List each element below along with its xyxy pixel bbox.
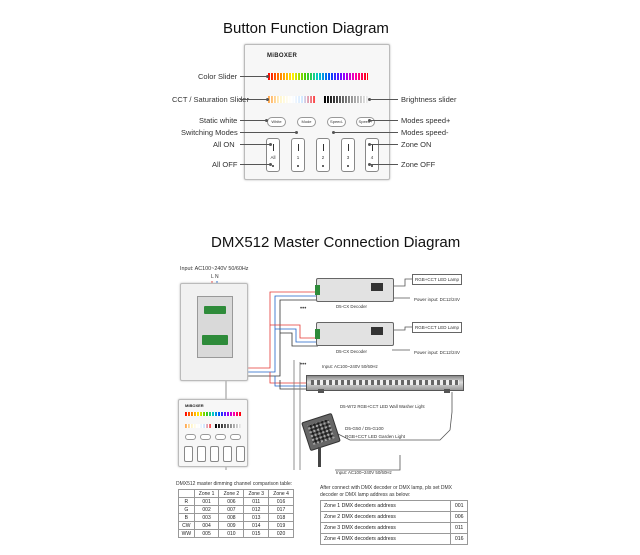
garden-led-grid [307,419,335,445]
channel-table-caption: DMX512 master dimming channel comparison… [176,481,293,487]
panel-back-module [180,283,248,381]
label-color-slider: Color Slider [198,72,238,81]
small-btn-2 [210,446,219,462]
module-body [197,296,233,358]
power-terminal-block [202,335,228,345]
small-panel-brand: MiBOXER [185,403,204,408]
label-all-off: All OFF [212,160,238,169]
decoder1-terminal [315,285,320,295]
dmx-diagram-title: DMX512 Master Connection Diagram [211,234,461,251]
led-lamp-2: RGB+CCT LED Lamp [412,322,462,333]
garden-power [335,455,401,471]
small-btn-4 [236,446,245,462]
small-btn-3 [223,446,232,462]
garden-stake [318,447,321,467]
label-zone-on: Zone ON [401,140,432,149]
washer-label: D5-W72 RGB+CCT LED Wall Washer Light [340,404,425,409]
decoder1-label: D5-CX Decoder [336,304,367,309]
button-diagram-title: Button Function Diagram [223,20,389,37]
garden-label-1: D5-G50 / D5-G100 [345,426,384,431]
decoder2-output [392,326,412,331]
decoder2-label: D5-CX Decoder [336,349,367,354]
mode-button[interactable]: Mode [297,117,316,127]
washer-bracket-left [318,389,324,393]
label-all-on: All ON [213,140,235,149]
label-modes-speed-minus: Modes speed- [401,128,449,137]
small-pill-mode [200,434,211,440]
small-color-slider [185,412,241,416]
label-zone-off: Zone OFF [401,160,436,169]
decoder1-display [371,283,383,291]
small-cct-slider [185,424,211,428]
garden-label-2: RGB+CCT LED Garden Light [345,434,406,439]
dots-2: ••• [300,362,306,368]
led-lamp-1: RGB+CCT LED Lamp [412,274,462,285]
ln-label: L N [211,274,219,280]
power-input-label-1: Power input: DC12/24V [414,297,460,302]
mains-input-label: Input: AC100~240V 50/60Hz [180,266,249,272]
white-button[interactable]: White [267,117,286,127]
label-switching-modes: Switching Modes [181,128,238,137]
address-table-caption: After connect with DMX decoder or DMX la… [320,485,452,498]
label-brightness-slider: Brightness slider [401,95,457,104]
small-pill-speed-minus [215,434,226,440]
dmx-branch-black [280,332,318,347]
label-modes-speed-plus: Modes speed+ [401,116,451,125]
dmx-washer-red [269,372,310,384]
dmx-washer-blue [274,376,310,387]
zone-3-button[interactable]: 3 [341,138,355,172]
small-pill-white [185,434,196,440]
wall-panel-front: MiBOXER White Mode Speed- Speed+ All 1 2… [244,44,390,180]
color-slider-bar[interactable] [268,73,368,80]
wall-panel-front-small: MiBOXER [178,399,248,467]
small-pill-speed-plus [230,434,241,440]
washer-leds [311,380,459,385]
dmx-branch-blue [275,328,318,343]
dmx-decoder-2 [315,322,394,346]
zone-1-button[interactable]: 1 [291,138,305,172]
decoder2-terminal [315,329,320,339]
power-input-label-2: Power input: DC12/24V [414,350,460,355]
dmx-decoder-1 [315,278,394,302]
brightness-slider-bar[interactable] [324,96,368,103]
speed-plus-button[interactable]: Speed+ [356,117,375,127]
decoder1-output [392,278,412,287]
washer-bracket-right [444,389,450,393]
washer-to-garden [329,392,453,441]
garden-input-label: Input: AC100~240V 50/60Hz [336,470,392,475]
panel-brand-logo: MiBOXER [267,53,298,59]
zone-2-button[interactable]: 2 [316,138,330,172]
dmx-terminal-block [204,306,226,314]
cct-slider-bar[interactable] [268,96,315,103]
dots-1: ••• [300,306,306,312]
wall-washer-light [306,375,464,391]
label-cct-slider: CCT / Saturation Slider [172,95,249,104]
dmx-branch-red [270,324,318,339]
small-brightness-slider [215,424,241,428]
speed-minus-button[interactable]: Speed- [327,117,346,127]
washer-input-label: Input: AC100~240V 50/60Hz [322,364,378,369]
small-btn-1 [197,446,206,462]
decoder2-display [371,327,383,335]
small-btn-all [184,446,193,462]
label-static-white: Static white [199,116,238,125]
